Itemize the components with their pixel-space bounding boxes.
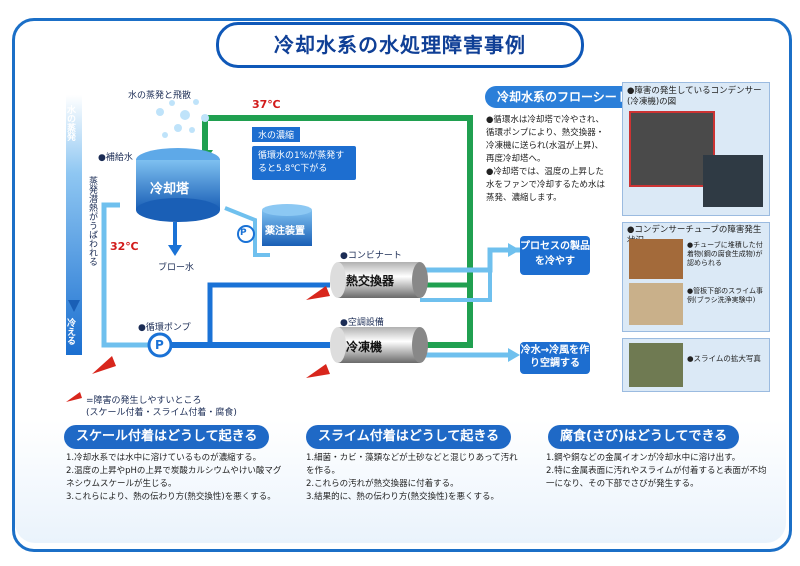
- chemical-unit-label: 薬注装置: [265, 226, 305, 237]
- slime-section-list: 1.細菌・カビ・藻類などが土砂などと混じりあって汚れを作る。 2.これらの汚れが…: [306, 452, 518, 504]
- condenser-photo-1: [629, 111, 715, 187]
- slime-section-title: スライム付着はどうして起きる: [306, 425, 512, 449]
- scale-item-3: 3.これらにより、熱の伝わり方(熱交換性)を悪くする。: [66, 492, 276, 502]
- heat-exchanger-label: 熱交換器: [346, 274, 395, 288]
- corrosion-item-2: 2.特に金属表面に汚れやスライムが付着すると表面が不均一になり、その下部でさびが…: [546, 466, 767, 489]
- blowdown-label: ブロー水: [158, 263, 195, 273]
- chiller-body: [338, 327, 420, 363]
- photo-caption-3: ●スライムの拡大写真: [687, 354, 761, 363]
- photo-panel-condenser: ●障害の発生しているコンデンサー(冷凍機)の図: [622, 82, 770, 216]
- pipe-chemical: [224, 206, 270, 257]
- slime-item-1: 1.細菌・カビ・藻類などが土砂などと混じりあって汚れを作る。: [306, 453, 518, 476]
- heat-exchanger-body: [338, 262, 420, 298]
- chiller-box: 冷水→冷風を作り空調する: [520, 342, 590, 374]
- latent-heat-label: 蒸発潜熱がうばわれる: [87, 176, 97, 266]
- corrosion-section-list: 1.鋼や銅などの金属イオンが冷却水中に溶け出す。 2.特に金属表面に汚れやスライ…: [546, 452, 768, 491]
- legend-line2: (スケール付着・スライム付着・腐食): [86, 408, 237, 418]
- left-gradient-bar: [66, 95, 82, 355]
- condenser-photo-2: [703, 155, 763, 207]
- slime-item-3: 3.結果的に、熱の伝わり方(熱交換性)を悪くする。: [306, 492, 499, 502]
- cooling-tower-label: 冷却塔: [150, 182, 190, 197]
- temp-hot-label: 37℃: [252, 98, 281, 111]
- photo-panel-slime: ●スライムの拡大写真: [622, 338, 770, 392]
- chiller-label: 冷凍機: [346, 340, 383, 354]
- temp-cold-label: 32℃: [110, 240, 139, 253]
- process-box: プロセスの製品を冷やす: [520, 236, 590, 275]
- tube-photo-1: [629, 239, 683, 279]
- pipe-process: [420, 247, 520, 273]
- scale-section-list: 1.冷却水系では水中に溶けているものが濃縮する。 2.温度の上昇やpHの上昇で炭…: [66, 452, 284, 504]
- photo-panel-tube: ●コンデンサーチューブの障害発生状況 ●チューブに堆積した付着物(鋼の腐食生成物…: [622, 222, 770, 332]
- cools-label: 冷える: [65, 318, 75, 345]
- pipe-hot-return: [202, 115, 473, 348]
- makeup-water-label: ●補給水: [98, 153, 133, 163]
- corrosion-section-title: 腐食(さび)はどうしてできる: [548, 425, 740, 449]
- flowsheet-title: 冷却水系のフローシート: [485, 86, 641, 108]
- slime-item-2: 2.これらの汚れが熱交換器に付着する。: [306, 479, 459, 489]
- concentration-text: 循環水の1%が蒸発すると5.8℃下がる: [252, 146, 356, 180]
- scale-section-title: スケール付着はどうして起きる: [64, 425, 270, 449]
- evaporation-label: 水の蒸発と飛散: [128, 91, 192, 101]
- circulation-pump: [147, 332, 173, 358]
- photo-caption-1: ●障害の発生しているコンデンサー(冷凍機)の図: [627, 86, 762, 107]
- pipe-to-heat-exchanger: [207, 282, 330, 345]
- air-con-label: ●空調設備: [340, 318, 384, 328]
- pump-label: ●循環ポンプ: [138, 323, 191, 333]
- combinat-label: ●コンビナート: [340, 251, 402, 261]
- chemical-pump: [237, 225, 255, 243]
- tube-note-1: ●チューブに堆積した付着物(鋼の腐食生成物)が認められる: [687, 241, 763, 267]
- legend-line1: =障害の発生しやすいところ: [86, 396, 202, 406]
- pipe-process-2: [420, 262, 492, 302]
- tube-photo-2: [629, 283, 683, 325]
- scale-item-2: 2.温度の上昇やpHの上昇で炭酸カルシウムやけい酸マグネシウムスケールが生じる。: [66, 466, 282, 489]
- page-title: 冷却水系の水処理障害事例: [216, 22, 584, 68]
- evaporation-axis-label: 水の蒸発: [65, 105, 75, 141]
- pipe-cold-down: [101, 202, 150, 348]
- flowsheet-text-1: ●循環水は冷却塔で冷やされ、循環ポンプにより、熱交換器・冷凍機に送られ(水温が上…: [486, 115, 605, 164]
- pump-symbol: P: [155, 338, 164, 352]
- tube-note-2: ●管板下部のスライム事例(ブラシ洗浄実験中): [687, 287, 763, 304]
- flowsheet-text-2: ●冷却塔では、温度の上昇した水をファンで冷却するため水は蒸発、濃縮します。: [486, 167, 606, 203]
- concentration-title: 水の濃縮: [252, 127, 301, 142]
- evaporation-bubbles: [156, 99, 209, 138]
- corrosion-item-1: 1.鋼や銅などの金属イオンが冷却水中に溶け出す。: [546, 453, 741, 463]
- slime-photo: [629, 343, 683, 387]
- scale-item-1: 1.冷却水系では水中に溶けているものが濃縮する。: [66, 453, 262, 463]
- chemical-pump-symbol: P: [240, 228, 247, 238]
- hazard-arrows: [66, 286, 330, 402]
